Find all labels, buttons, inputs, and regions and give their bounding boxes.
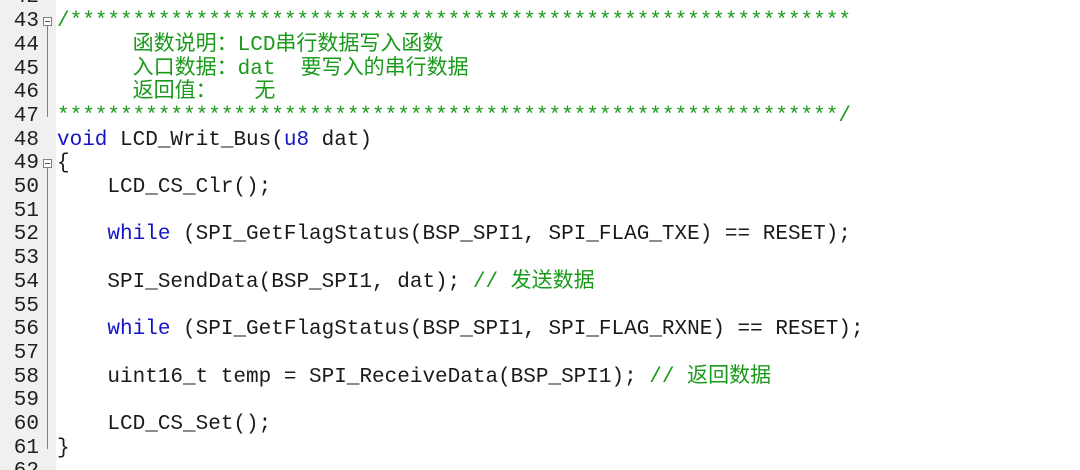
line-number: 46 (13, 81, 39, 105)
line-number: 53 (13, 247, 39, 271)
line-number: 50 (13, 176, 39, 199)
code-text (57, 318, 107, 341)
code-line[interactable]: 返回值： 无 (57, 81, 276, 105)
line-number: 61 (13, 436, 39, 460)
code-text: dat) (309, 128, 373, 152)
code-text: } (57, 436, 70, 460)
line-number-gutter: 4243444546474849505152535455565758596061… (0, 0, 56, 470)
line-number: 58 (13, 365, 39, 389)
line-number: 52 (13, 223, 39, 247)
line-number: 60 (13, 413, 39, 436)
line-number: 54 (13, 270, 39, 294)
fold-guide-line (47, 26, 48, 117)
line-number: 56 (13, 318, 39, 342)
fold-guide-line (47, 168, 48, 449)
line-number: 47 (13, 104, 39, 128)
code-keyword: u8 (283, 128, 310, 152)
line-number: 55 (13, 294, 39, 318)
code-text: (SPI_GetFlagStatus(BSP_SPI1, SPI_FLAG_TX… (170, 223, 851, 247)
line-number: 62 (0, 460, 39, 470)
code-line[interactable]: LCD_CS_Set(); (57, 413, 271, 437)
code-text: LCD_CS_Set(); (57, 413, 272, 436)
code-line[interactable]: ****************************************… (57, 105, 851, 129)
code-text (57, 223, 107, 246)
line-number: 57 (13, 341, 39, 365)
code-comment: 入口数据：dat 要写入的串行数据 (57, 57, 469, 81)
code-line[interactable]: 函数说明：LCD串行数据写入函数 (57, 33, 444, 58)
code-text: (SPI_GetFlagStatus(BSP_SPI1, SPI_FLAG_RX… (170, 318, 864, 342)
line-number: 42 (0, 0, 39, 10)
code-line[interactable]: uint16_t temp = SPI_ReceiveData(BSP_SPI1… (57, 366, 771, 390)
code-comment: // 返回数据 (649, 365, 772, 389)
code-comment: // 发送数据 (472, 270, 595, 294)
code-text: LCD_Writ_Bus( (107, 128, 284, 152)
line-number: 43 (13, 10, 39, 34)
code-keyword: void (57, 128, 108, 152)
code-comment: /***************************************… (57, 10, 851, 34)
code-text: LCD_CS_Clr(); (57, 176, 272, 199)
code-comment: 函数说明：LCD串行数据写入函数 (57, 33, 444, 57)
code-line[interactable]: LCD_CS_Clr(); (57, 176, 271, 200)
code-line[interactable]: { (57, 152, 70, 176)
code-line[interactable]: while (SPI_GetFlagStatus(BSP_SPI1, SPI_F… (57, 318, 864, 342)
line-number: 51 (13, 199, 39, 223)
code-line[interactable]: SPI_SendData(BSP_SPI1, dat); // 发送数据 (57, 270, 595, 295)
fold-toggle-icon[interactable] (43, 159, 52, 169)
code-line[interactable]: 入口数据：dat 要写入的串行数据 (57, 58, 469, 82)
line-number: 59 (13, 389, 39, 413)
line-number: 49 (13, 152, 39, 176)
code-comment: 返回值： 无 (57, 81, 276, 105)
code-comment: ****************************************… (57, 104, 851, 128)
code-text: SPI_SendData(BSP_SPI1, dat); (57, 270, 473, 294)
code-text: { (57, 152, 70, 176)
fold-toggle-icon[interactable] (43, 17, 52, 27)
code-line[interactable]: } (57, 437, 70, 461)
line-number: 44 (13, 33, 39, 57)
code-line[interactable]: void LCD_Writ_Bus(u8 dat) (57, 129, 372, 153)
line-number: 48 (13, 128, 39, 152)
code-line[interactable]: while (SPI_GetFlagStatus(BSP_SPI1, SPI_F… (57, 223, 851, 247)
code-keyword: while (107, 318, 171, 342)
code-line[interactable]: /***************************************… (57, 10, 851, 34)
code-text: uint16_t temp = SPI_ReceiveData(BSP_SPI1… (57, 365, 650, 389)
code-keyword: while (107, 223, 171, 247)
line-number: 45 (13, 57, 39, 81)
